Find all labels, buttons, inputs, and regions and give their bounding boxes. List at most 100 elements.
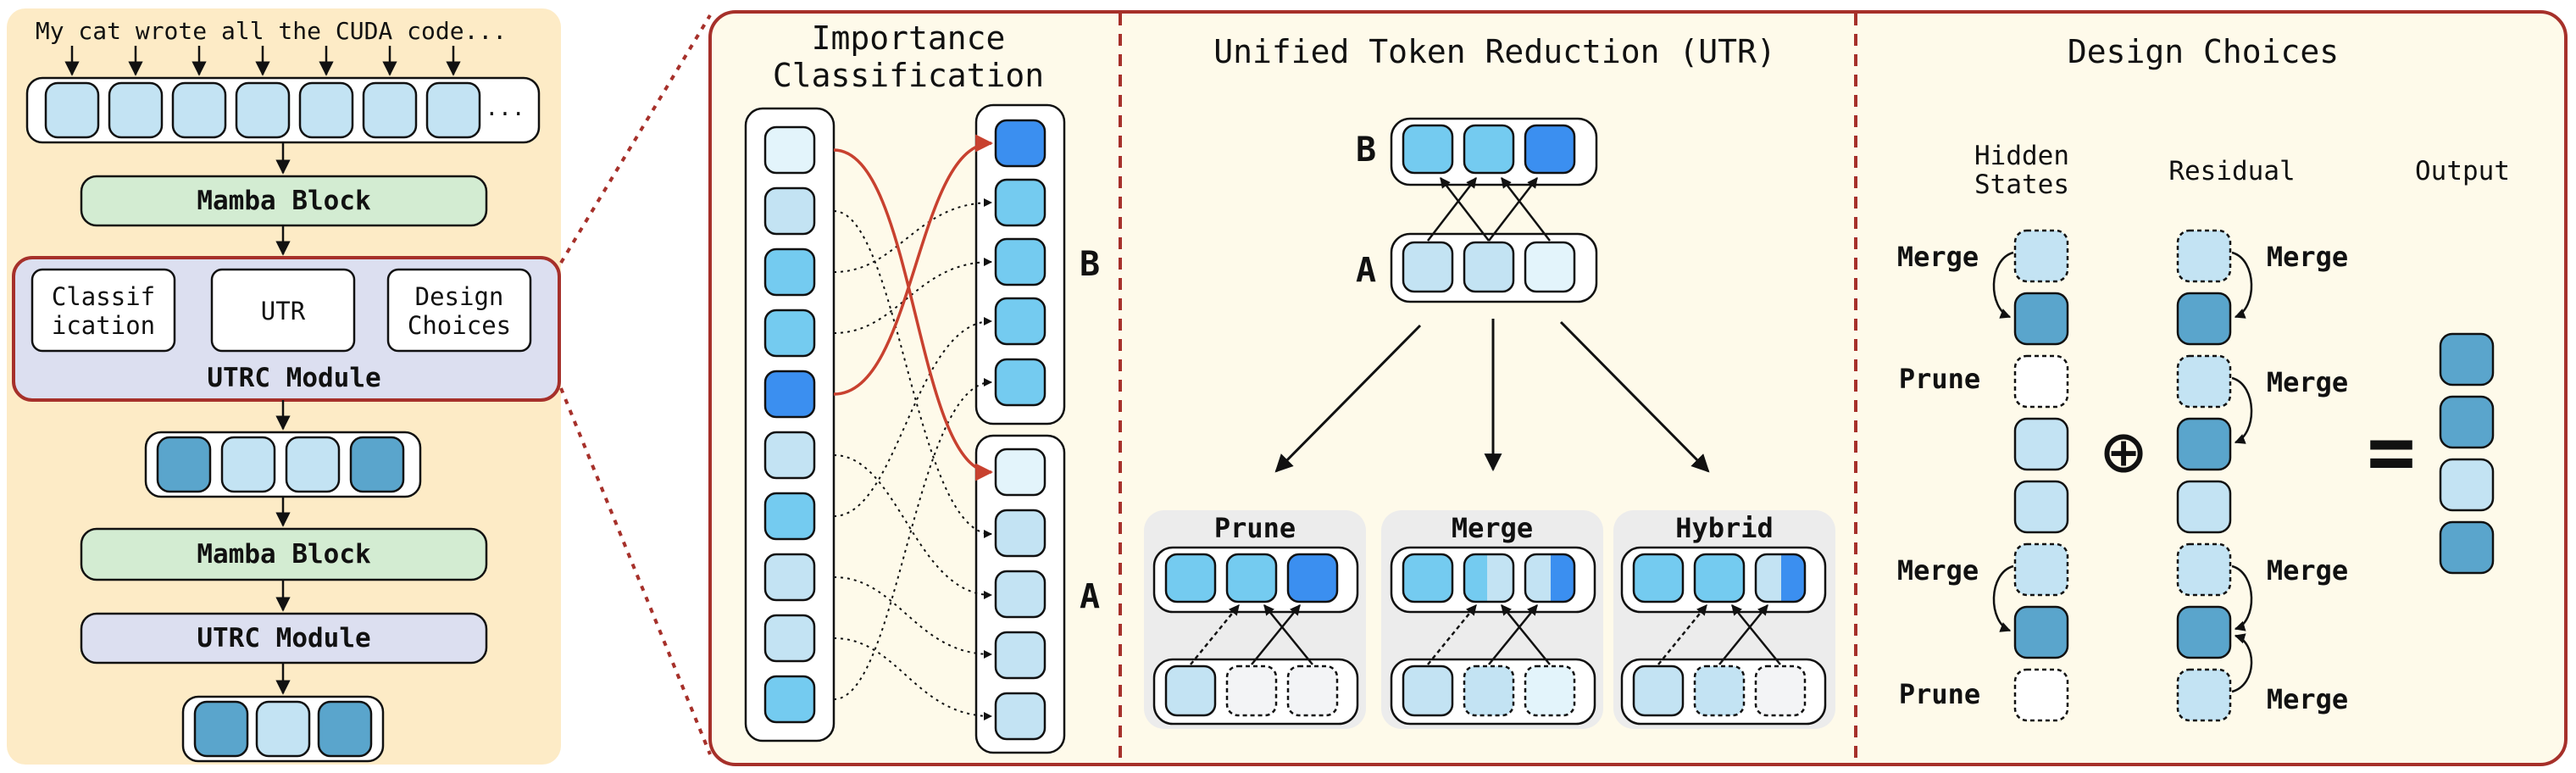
token (1463, 665, 1515, 717)
token (1463, 241, 1515, 293)
utrc-design-box (386, 268, 532, 353)
token-ellipsis: ... (486, 96, 525, 121)
token (255, 700, 311, 758)
token (1286, 553, 1339, 603)
merge-title: Merge (1452, 512, 1533, 544)
prune-title: Prune (1214, 512, 1296, 544)
token (362, 81, 418, 139)
token (1402, 124, 1454, 175)
token (2439, 520, 2495, 575)
token (1225, 553, 1278, 603)
token (2176, 229, 2232, 283)
token (2176, 480, 2232, 534)
token (1225, 665, 1278, 717)
utr-label-a: A (1356, 251, 1376, 290)
input-arrows (64, 46, 461, 76)
residual-merge-3: Merge (2267, 554, 2348, 587)
token (2013, 354, 2069, 409)
token (2176, 668, 2232, 722)
group-b-tokens (994, 119, 1046, 407)
token (763, 492, 816, 541)
input-tokens (44, 81, 481, 139)
classification-dotted-arrows (833, 198, 992, 720)
residual-merge-1: Merge (2267, 241, 2348, 273)
token (763, 125, 816, 175)
token (2013, 292, 2069, 346)
hidden-prune-1: Prune (1899, 363, 1980, 395)
token (2176, 354, 2232, 409)
token (2013, 229, 2069, 283)
token (2439, 332, 2495, 386)
merged-token (1754, 553, 1807, 603)
col-residual: Residual (2168, 156, 2295, 186)
token (763, 431, 816, 480)
token (763, 370, 816, 419)
token (994, 692, 1046, 741)
design-title: Design Choices (2068, 33, 2339, 70)
token (2176, 292, 2232, 346)
utrc-module-2-label: UTRC Module (197, 623, 370, 653)
hidden-states-column (2013, 229, 2069, 722)
token (317, 700, 373, 758)
token (235, 81, 291, 139)
group-b-label: B (1080, 245, 1100, 284)
token (994, 448, 1046, 497)
merged-token (1463, 553, 1515, 603)
residual-column (2176, 229, 2232, 722)
classification-red-arrows (833, 134, 994, 481)
token (349, 436, 405, 493)
token (108, 81, 164, 139)
token (763, 675, 816, 724)
utr-title: Unified Token Reduction (UTR) (1213, 33, 1775, 70)
token (2013, 417, 2069, 471)
group-a-tokens (994, 448, 1046, 741)
token (994, 509, 1046, 558)
token (1693, 553, 1746, 603)
mamba-block-2-label: Mamba Block (197, 539, 371, 570)
token (1524, 124, 1576, 175)
token (2013, 542, 2069, 597)
hidden-merge-1: Merge (1897, 241, 1979, 273)
token (1286, 665, 1339, 717)
input-sentence: My cat wrote all the CUDA code... (36, 17, 507, 45)
token (2176, 605, 2232, 659)
token (994, 358, 1046, 407)
token (2013, 605, 2069, 659)
token (763, 553, 816, 602)
token (1632, 553, 1685, 603)
token (2013, 480, 2069, 534)
token (193, 700, 249, 758)
token (763, 247, 816, 297)
token (1402, 241, 1454, 293)
utrc-classification-box (31, 268, 176, 353)
equals-symbol: = (2367, 404, 2416, 499)
utrc-module-label: UTRC Module (207, 363, 380, 393)
token (763, 309, 816, 358)
merged-token (1524, 553, 1576, 603)
token (1524, 665, 1576, 717)
token (1693, 665, 1746, 717)
zoom-connector-bottom (559, 387, 712, 755)
utr-branch-arrows (1274, 319, 1710, 473)
col-output: Output (2415, 156, 2510, 186)
token (1632, 665, 1685, 717)
token (1754, 665, 1807, 717)
plus-symbol: ⊕ (2101, 409, 2146, 494)
token (763, 186, 816, 236)
token (44, 81, 100, 139)
token (2013, 668, 2069, 722)
token (1402, 553, 1454, 603)
hidden-prune-2: Prune (1899, 678, 1980, 710)
mamba-block-1-label: Mamba Block (197, 186, 371, 216)
utr-cross-arrows (1427, 177, 1551, 242)
token (994, 631, 1046, 680)
token (2176, 542, 2232, 597)
token (1524, 241, 1576, 293)
hidden-merge-2: Merge (1897, 554, 1979, 587)
residual-merge-4: Merge (2267, 683, 2348, 715)
